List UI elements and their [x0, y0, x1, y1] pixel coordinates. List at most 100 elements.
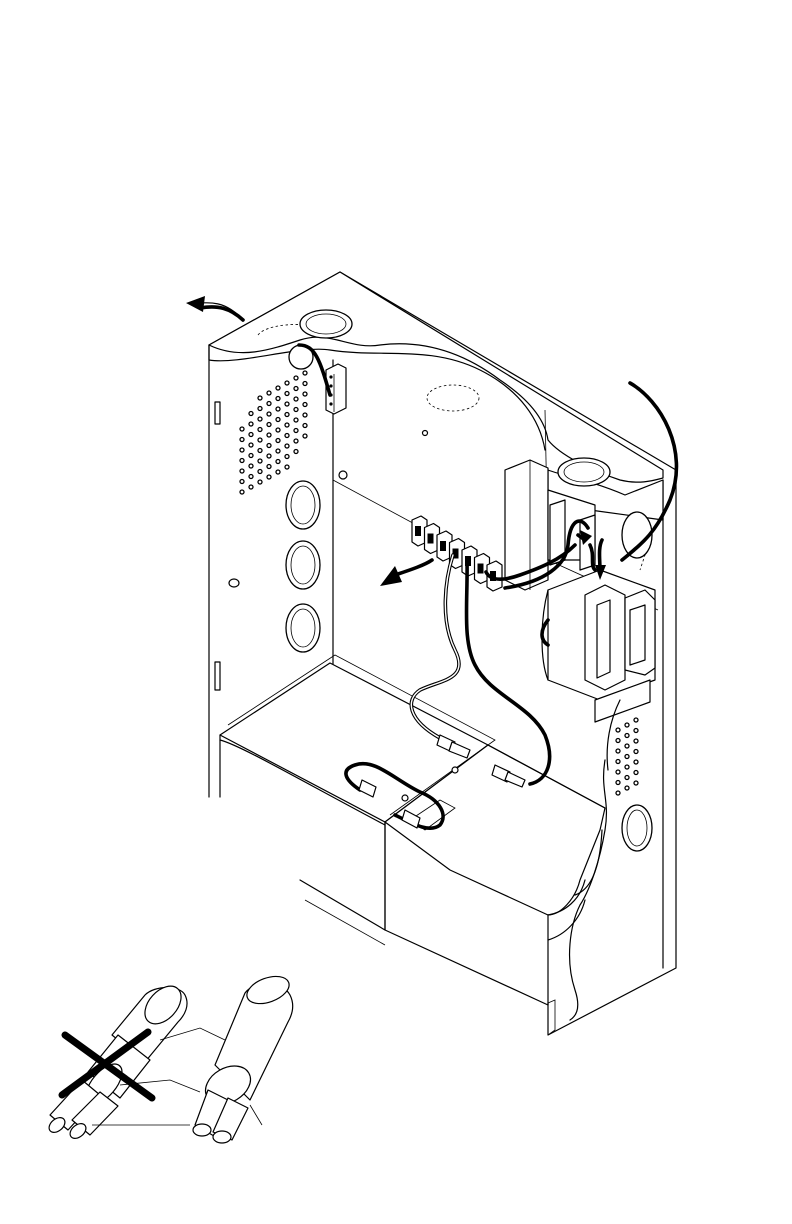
vent-dot — [634, 760, 638, 764]
vent-dot — [267, 444, 271, 448]
terminal-screw — [478, 564, 484, 574]
vent-dot — [267, 412, 271, 416]
vent-dot — [303, 403, 307, 407]
vent-dot — [285, 434, 289, 438]
vent-dot — [267, 391, 271, 395]
vent-grille-right — [616, 718, 638, 795]
vent-dot — [634, 739, 638, 743]
knockout-right-bottom — [622, 805, 652, 851]
vent-dot — [625, 723, 629, 727]
vent-dot — [294, 387, 298, 391]
vent-dot — [294, 408, 298, 412]
vent-dot — [616, 791, 620, 795]
vent-dot — [625, 786, 629, 790]
peg — [229, 579, 239, 587]
terminal-screw — [440, 541, 446, 551]
terminal-strip — [412, 516, 502, 591]
vent-dot — [294, 450, 298, 454]
vent-dot — [258, 417, 262, 421]
vent-dot — [258, 480, 262, 484]
vent-dot — [634, 771, 638, 775]
vent-dot — [258, 449, 262, 453]
hidden-hole-top — [427, 385, 479, 411]
vent-dot — [285, 392, 289, 396]
vent-dot — [240, 438, 244, 442]
vent-dot — [303, 424, 307, 428]
vent-dot — [258, 459, 262, 463]
bracket-left — [505, 460, 548, 590]
vent-dot — [249, 454, 253, 458]
vent-dot — [258, 438, 262, 442]
vent-dot — [240, 459, 244, 463]
vent-dot — [267, 454, 271, 458]
vent-dot — [625, 755, 629, 759]
slot-bottom — [215, 662, 220, 690]
vent-dot — [249, 475, 253, 479]
vent-dot — [276, 428, 280, 432]
vent-dot — [303, 371, 307, 375]
vent-dot — [303, 392, 307, 396]
vent-dot — [249, 412, 253, 416]
terminal-screw — [415, 526, 421, 536]
vent-dot — [276, 407, 280, 411]
vent-grille-left — [240, 371, 307, 494]
cable-inset — [46, 971, 293, 1143]
vent-dot — [616, 739, 620, 743]
vent-dot — [276, 397, 280, 401]
slot-top — [215, 402, 220, 424]
vent-dot — [294, 397, 298, 401]
vent-dot — [258, 470, 262, 474]
vent-dot — [276, 439, 280, 443]
cable-correct — [193, 971, 293, 1143]
vent-dot — [258, 428, 262, 432]
vent-dot — [625, 744, 629, 748]
vent-dot — [276, 470, 280, 474]
vent-dot — [616, 760, 620, 764]
vent-dot — [303, 382, 307, 386]
vent-dot — [285, 402, 289, 406]
vent-dot — [634, 718, 638, 722]
vent-dot — [303, 434, 307, 438]
vent-dot — [258, 396, 262, 400]
vent-dot — [276, 418, 280, 422]
vent-dot — [294, 418, 298, 422]
wire-exit-terminal — [398, 560, 432, 574]
vent-dot — [625, 734, 629, 738]
vent-dot — [285, 465, 289, 469]
vent-dot — [249, 464, 253, 468]
arrow-terminal — [380, 566, 402, 586]
arrow-top-left — [186, 296, 205, 312]
cable-incorrect — [46, 979, 188, 1141]
vent-dot — [240, 427, 244, 431]
vent-dot — [267, 475, 271, 479]
vent-dot — [285, 444, 289, 448]
vent-dot — [240, 469, 244, 473]
vent-dot — [267, 465, 271, 469]
vent-dot — [285, 423, 289, 427]
vent-dot — [294, 439, 298, 443]
vent-dot — [276, 386, 280, 390]
vent-dot — [294, 429, 298, 433]
vent-dot — [634, 729, 638, 733]
vent-dot — [249, 422, 253, 426]
vent-dot — [616, 781, 620, 785]
vent-dot — [625, 765, 629, 769]
vent-dot — [285, 381, 289, 385]
vent-dot — [267, 423, 271, 427]
vent-dot — [303, 413, 307, 417]
vent-dot — [285, 455, 289, 459]
vent-dot — [634, 781, 638, 785]
vent-dot — [616, 728, 620, 732]
vent-dot — [249, 443, 253, 447]
vent-dot — [267, 402, 271, 406]
vent-dot — [285, 413, 289, 417]
vent-dot — [249, 433, 253, 437]
vent-dot — [267, 433, 271, 437]
terminal-screw — [428, 534, 434, 544]
vent-dot — [276, 460, 280, 464]
mount-screw — [339, 471, 347, 479]
vent-dot — [258, 407, 262, 411]
vent-dot — [249, 485, 253, 489]
vent-dot — [294, 376, 298, 380]
